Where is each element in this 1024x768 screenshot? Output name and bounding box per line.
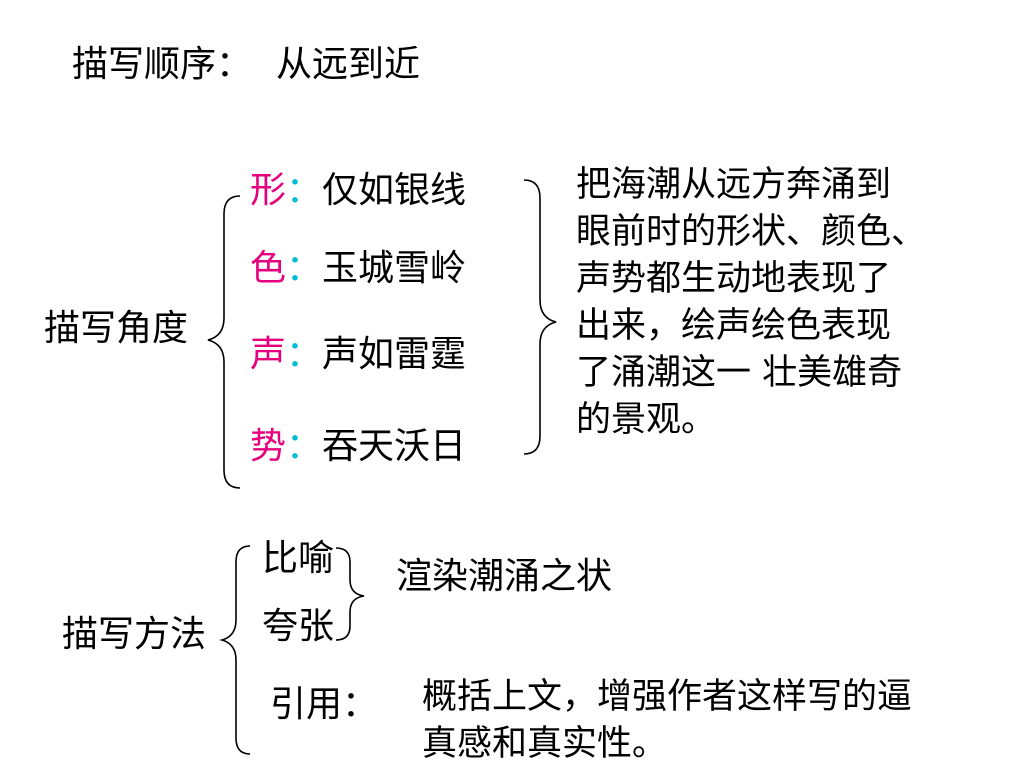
angle-colon: ： [286,170,323,211]
summary-line: 了涌潮这一 壮美雄奇 [576,353,903,393]
angle-item-sound: 声：声如雷霆 [250,334,466,375]
angle-item-shape: 形：仅如银线 [250,170,466,211]
quote-label: 引用： [270,684,379,725]
angle-key: 色 [250,248,287,289]
angle-value: 声如雷霆 [322,334,467,375]
angles-summary: 把海潮从远方奔涌到 眼前时的形状、颜色、 声势都生动地表现了 出来，绘声绘色表现… [576,162,926,444]
angles-heading: 描写角度 [44,308,189,349]
quote-line: 概括上文，增强作者这样写的逼 [422,677,913,717]
order-value: 从远到近 [276,44,421,85]
angle-colon: ： [286,334,323,375]
angle-key: 声 [250,334,287,375]
angle-key: 势 [250,426,287,467]
quote-effect: 概括上文，增强作者这样写的逼 真感和真实性。 [422,674,912,768]
angle-value: 玉城雪岭 [322,248,467,289]
method-hyperbole: 夸张 [262,606,335,647]
figurative-effect: 渲染潮涌之状 [396,556,613,597]
angle-key: 形 [250,170,287,211]
angle-value: 仅如银线 [322,170,467,211]
methods-heading: 描写方法 [62,614,207,655]
angle-colon: ： [286,426,323,467]
angle-item-momentum: 势：吞天沃日 [250,426,466,467]
summary-line: 出来，绘声绘色表现 [576,306,892,346]
quote-line: 真感和真实性。 [422,724,668,764]
summary-line: 的景观。 [576,400,717,440]
angle-value: 吞天沃日 [322,426,467,467]
order-label: 描写顺序： [72,44,253,85]
summary-line: 眼前时的形状、颜色、 [576,212,927,252]
angle-item-color: 色：玉城雪岭 [250,248,466,289]
summary-line: 声势都生动地表现了 [576,259,892,299]
angle-colon: ： [286,248,323,289]
summary-line: 把海潮从远方奔涌到 [576,165,892,205]
method-metaphor: 比喻 [262,538,335,579]
